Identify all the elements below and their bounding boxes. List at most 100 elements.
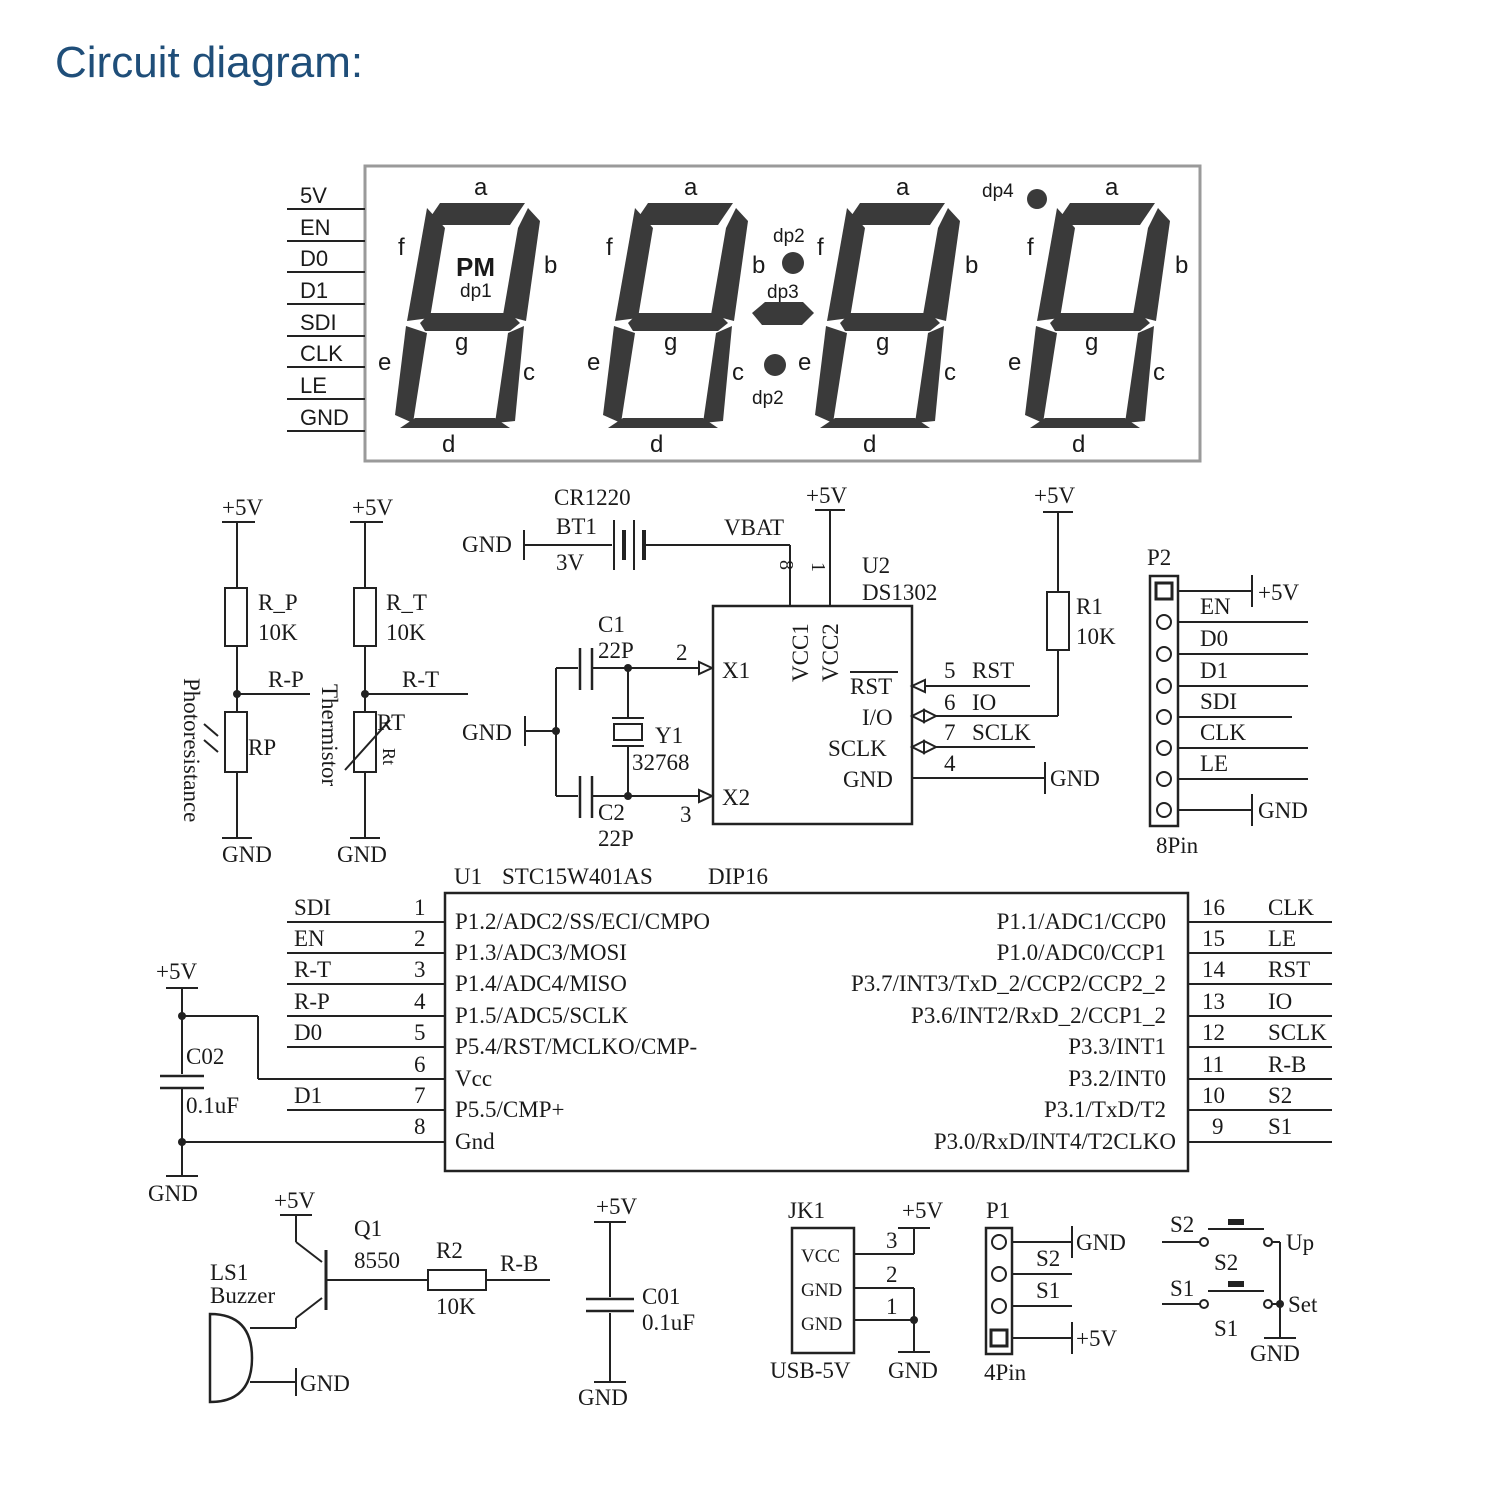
net-label: SCLK <box>1268 1020 1327 1045</box>
vcc-label: +5V <box>352 495 393 520</box>
buzzer-section: +5V Q1 8550 R2 10K R-B LS1 Buzzer GND <box>208 1188 550 1404</box>
capacitor-label: C01 <box>642 1284 680 1309</box>
connector-ref: JK1 <box>788 1198 825 1223</box>
part-label: RP <box>248 735 276 760</box>
pin-number: 15 <box>1202 926 1225 951</box>
pin-number: 14 <box>1202 957 1226 982</box>
p2-header <box>1148 574 1180 828</box>
gnd-label: GND <box>888 1358 938 1383</box>
pin-number: 8 <box>775 560 797 570</box>
pin-label: X1 <box>722 658 750 683</box>
pin-number: 5 <box>414 1020 426 1045</box>
display-pin-label: GND <box>300 405 349 430</box>
gnd-label: GND <box>1050 766 1100 791</box>
pin-label: P1.5/ADC5/SCLK <box>455 1003 629 1028</box>
display-pin-label: EN <box>300 215 331 240</box>
display-pin-label: LE <box>300 373 327 398</box>
dp2-dot <box>782 252 804 274</box>
net-label: D0 <box>294 1020 322 1045</box>
pin-number: 7 <box>414 1083 426 1108</box>
vcc-label: +5V <box>156 959 197 984</box>
net-label: S1 <box>1268 1114 1292 1139</box>
pin-number: 2 <box>414 926 426 951</box>
pin-label: RST <box>850 674 892 699</box>
pin-label: P3.7/INT3/TxD_2/CCP2/CCP2_2 <box>851 971 1166 996</box>
dp3-segment <box>752 302 814 325</box>
switch-label: Up <box>1286 1230 1314 1255</box>
pin-label: P3.0/RxD/INT4/T2CLKO <box>934 1129 1176 1154</box>
gnd-label: GND <box>462 532 512 557</box>
pin-label: GND <box>801 1314 842 1335</box>
pin-number: 1 <box>414 895 426 920</box>
transistor-part: 8550 <box>354 1248 400 1273</box>
vcc-label: +5V <box>1034 483 1075 508</box>
segment-label: g <box>1085 329 1098 356</box>
pin-label: P1.3/ADC3/MOSI <box>455 940 627 965</box>
vcc-label: +5V <box>274 1188 315 1213</box>
display-module: 5V EN D0 D1 SDI CLK LE GND <box>287 164 1202 463</box>
pin-label: SDI <box>1200 689 1237 714</box>
segment-label: g <box>455 329 468 356</box>
switch-label: Set <box>1288 1292 1318 1317</box>
connector-ref: P1 <box>986 1198 1010 1223</box>
capacitor-value: 22P <box>598 826 634 851</box>
pin-label: X2 <box>722 785 750 810</box>
battery-model: CR1220 <box>554 485 631 510</box>
gnd-label: GND <box>1258 798 1308 823</box>
segment-label: c <box>732 359 744 386</box>
pin-label: SCLK <box>828 736 887 761</box>
net-label: R-P <box>268 667 304 692</box>
pin-label: VCC1 <box>788 623 813 682</box>
dp1-label: dp1 <box>460 281 492 302</box>
mcu-left-pins: SDI EN R-T R-P D0 D1 1 2 3 4 5 6 7 8 P1.… <box>287 895 710 1154</box>
pin-number: 3 <box>680 802 692 827</box>
dp4-dot <box>1027 189 1047 209</box>
capacitor-label: C2 <box>598 800 625 825</box>
net-label: R-B <box>1268 1052 1306 1077</box>
net-label: S2 <box>1036 1246 1060 1271</box>
vcc-label: +5V <box>806 483 847 508</box>
gnd-label: GND <box>337 842 387 867</box>
net-label: LE <box>1268 926 1296 951</box>
net-label: S1 <box>1036 1278 1060 1303</box>
dp2-label: dp2 <box>773 226 805 247</box>
vcc-label: +5V <box>1258 580 1299 605</box>
gnd-label: GND <box>1250 1341 1300 1366</box>
capacitor-label: C1 <box>598 612 625 637</box>
pin-number: 7 <box>944 720 956 745</box>
pin-number: 6 <box>414 1052 426 1077</box>
pin-label: P3.3/INT1 <box>1068 1034 1166 1059</box>
display-pin-label: D0 <box>300 246 328 271</box>
pin-label: D1 <box>1200 658 1228 683</box>
display-pin-label: CLK <box>300 341 343 366</box>
net-label: EN <box>294 926 325 951</box>
pin-number: 3 <box>886 1228 898 1253</box>
buzzer-name: Buzzer <box>210 1283 275 1308</box>
segment-label: e <box>378 349 391 376</box>
segment-label: c <box>944 359 956 386</box>
pin-label: GND <box>801 1280 842 1301</box>
switch-ref: S2 <box>1214 1250 1238 1275</box>
battery-voltage: 3V <box>556 550 585 575</box>
pin-label: P1.4/ADC4/MISO <box>455 971 627 996</box>
usb-jack <box>790 1226 856 1355</box>
dp4-label: dp4 <box>982 181 1014 202</box>
segment-label: c <box>1153 359 1165 386</box>
segment-label: e <box>1008 349 1021 376</box>
pin-label: GND <box>843 767 893 792</box>
capacitor-value: 0.1uF <box>186 1093 239 1118</box>
pin-number: 11 <box>1202 1052 1224 1077</box>
vcc-label: +5V <box>902 1198 943 1223</box>
pm-indicator: PM <box>456 252 495 282</box>
switch-ref: S1 <box>1214 1316 1238 1341</box>
segment-label: e <box>798 349 811 376</box>
resistor-value: 10K <box>1076 624 1116 649</box>
pin-label: P1.0/ADC0/CCP1 <box>997 940 1166 965</box>
net-label: RST <box>972 658 1014 683</box>
usb-section: JK1 VCC GND GND +5V 3 2 1 USB-5V GND <box>770 1198 943 1383</box>
segment-label: b <box>544 252 557 279</box>
net-label: S1 <box>1170 1276 1194 1301</box>
vcc-label: +5V <box>596 1194 637 1219</box>
segment-label: a <box>1105 174 1119 201</box>
